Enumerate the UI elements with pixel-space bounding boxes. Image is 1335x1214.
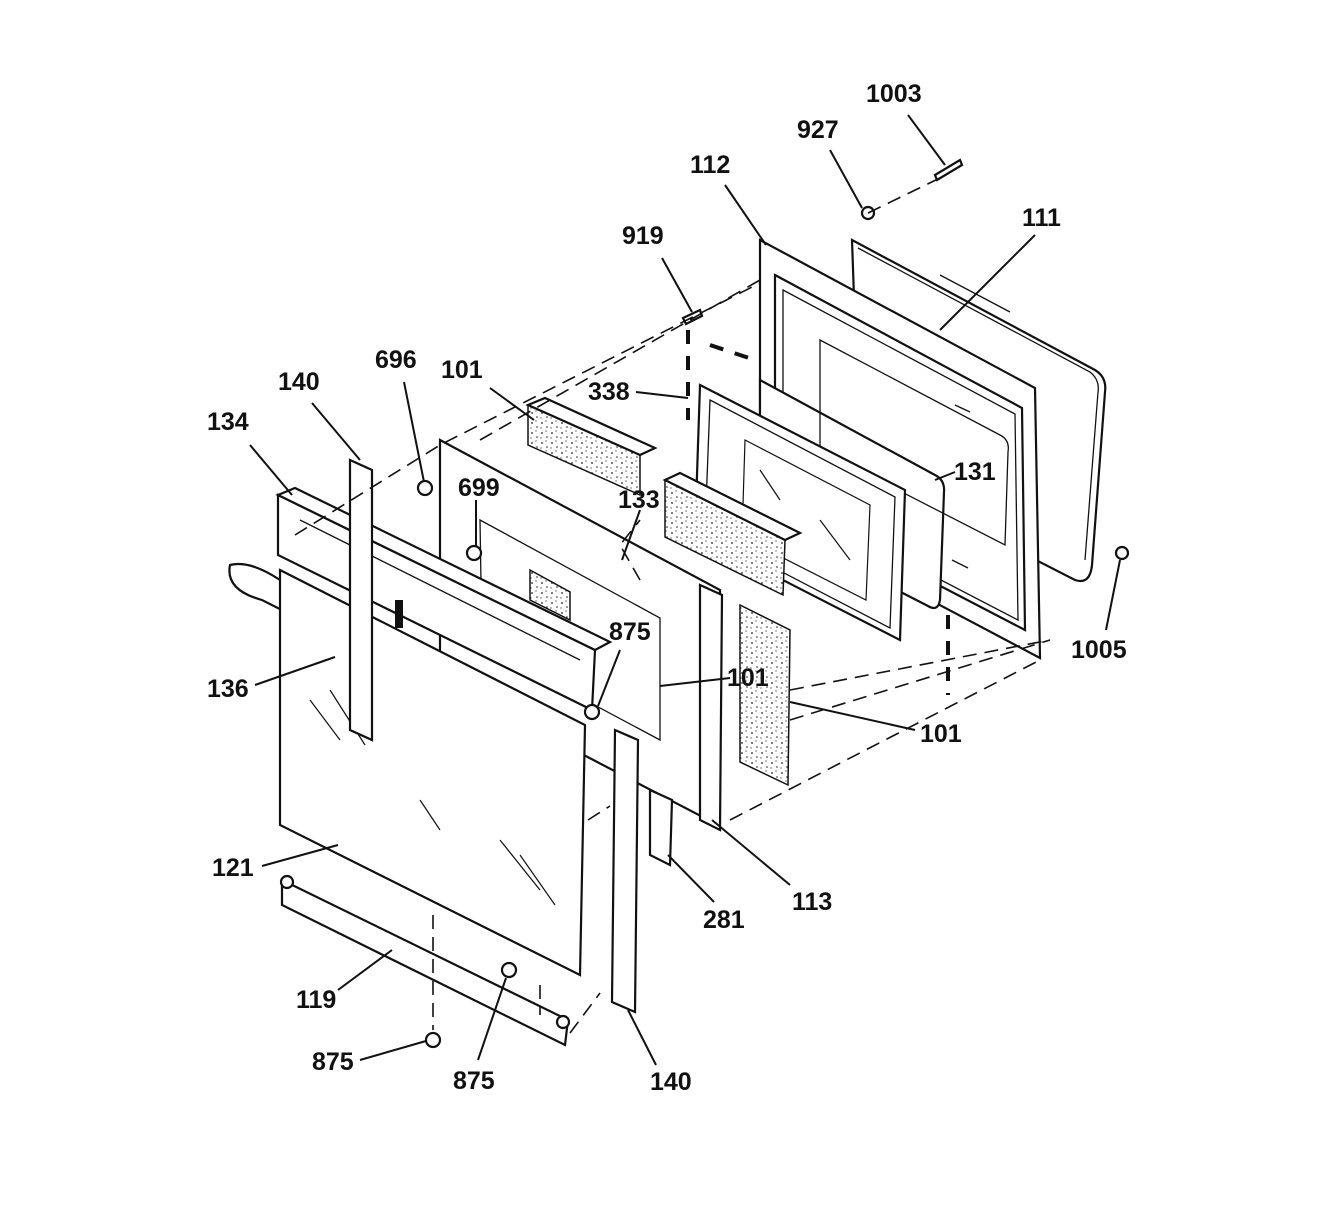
screw-hardware (416, 158, 1130, 1049)
callout-919: 919 (622, 222, 664, 250)
callout-131: 131 (954, 458, 996, 486)
callout-133: 133 (618, 486, 660, 514)
callout-101-top: 101 (441, 356, 483, 384)
callout-140-top: 140 (278, 368, 320, 396)
callout-111: 111 (1022, 204, 1061, 232)
callout-121: 121 (212, 854, 254, 882)
callout-696: 696 (375, 346, 417, 374)
callout-119: 119 (296, 986, 336, 1014)
insulation-top (525, 396, 658, 497)
callout-927: 927 (797, 116, 839, 144)
callout-875-mid: 875 (609, 618, 651, 646)
callout-136: 136 (207, 675, 249, 703)
callout-1005: 1005 (1071, 636, 1127, 664)
hinge-channel-right (610, 728, 640, 1014)
callout-134: 134 (207, 408, 249, 436)
callout-281: 281 (703, 906, 745, 934)
insulation-side (662, 471, 803, 597)
leader-lines (249, 114, 1121, 1066)
door-side-trim (648, 583, 791, 867)
callout-338: 338 (588, 378, 630, 406)
callout-101-right: 101 (920, 720, 962, 748)
callout-112: 112 (690, 151, 730, 179)
callout-1003: 1003 (866, 80, 922, 108)
callout-875-bottom: 875 (453, 1067, 495, 1095)
hinge-channel-left (348, 458, 374, 742)
callout-labels: 1003 927 112 111 919 338 696 140 101 134… (207, 80, 1127, 1096)
assembly-guide-lines (294, 177, 1051, 1034)
callout-113: 113 (792, 888, 832, 916)
callout-875-left: 875 (312, 1048, 354, 1076)
callout-140-bottom: 140 (650, 1068, 692, 1096)
callout-699: 699 (458, 474, 500, 502)
callout-101-mid: 101 (727, 664, 769, 692)
